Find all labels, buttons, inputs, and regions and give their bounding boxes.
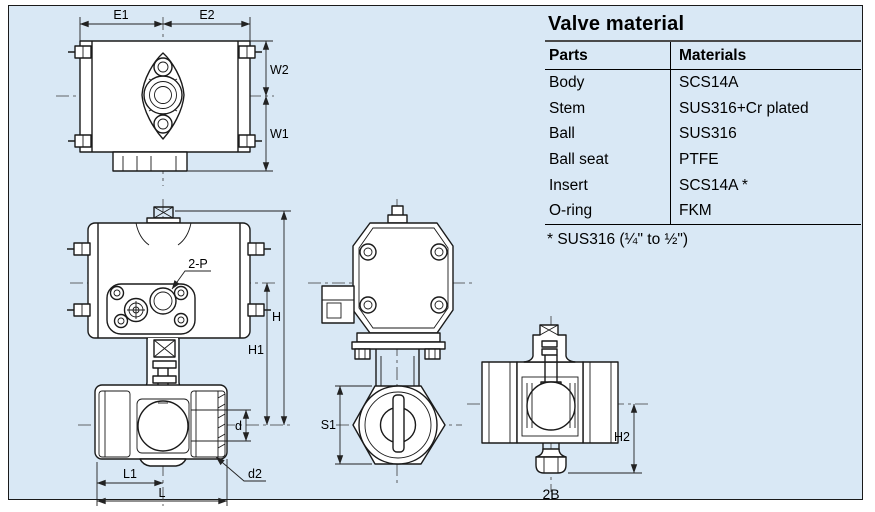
dim-label-d2: d2 [248,467,262,481]
side-view-drawing: S1 [308,199,472,484]
drain-nut [535,456,567,474]
table-title: Valve material [545,13,861,42]
part-cell: Ball [549,125,575,143]
material-cell: SUS316 [670,121,861,148]
terminal-block [112,151,188,172]
part-cell: Body [549,73,585,91]
table-footnote: * SUS316 (¼" to ½") [547,231,689,249]
pipe-end-right [582,361,619,444]
table-row: Stem SUS316+Cr plated [545,95,861,122]
table-row: Body SCS14A [545,70,861,96]
dim-label-w2: W2 [270,63,289,77]
table-row: Ball SUS316 [545,121,861,148]
table-row: O-ring FKM [545,198,861,225]
top-view-drawing: E1 E2 W2 W1 [56,8,289,186]
part-cell: O-ring [549,202,593,220]
table-row: Insert SCS14A * [545,172,861,199]
dim-label-e2: E2 [199,8,214,22]
top-view-dimensions: E1 E2 W2 W1 [79,8,289,172]
front-view-drawing: H H1 d L1 L d2 2-P [67,199,293,506]
ball-slot [392,394,405,453]
size-label-2b: 2B [542,486,559,502]
table-body: Body SCS14A Stem SUS316+Cr plated Ball S… [545,70,861,226]
dim-label-d: d [235,419,242,433]
ball-seats [526,383,576,428]
material-cell: SUS316+Cr plated [670,95,861,122]
dim-label-l: L [159,486,166,500]
pipe-end-left [481,361,518,444]
section-view-dimensions: H2 2B [542,403,642,502]
dim-label-w1: W1 [270,127,289,141]
material-cell: FKM [670,198,861,225]
dim-label-l1: L1 [123,467,137,481]
material-cell: SCS14A [670,70,861,96]
material-cell: PTFE [670,147,861,173]
side-view-dimensions: S1 [321,385,372,465]
header-materials: Materials [670,42,861,69]
dim-label-h1: H1 [248,343,264,357]
table-row: Ball seat PTFE [545,147,861,173]
dim-label-h: H [272,310,281,324]
dim-label-2p: 2-P [188,257,207,271]
part-cell: Insert [549,176,588,194]
dim-label-h2: H2 [614,430,630,444]
dim-label-s1: S1 [321,418,336,432]
ball-front [137,400,189,452]
part-cell: Stem [549,99,586,117]
dim-label-e1: E1 [113,8,128,22]
actuator-side-body [352,222,454,334]
ball-section [526,381,576,431]
section-view-drawing: H2 2B [467,316,650,502]
valve-material-table: Valve material Parts Materials Body SCS1… [545,13,861,249]
part-cell: Ball seat [549,150,609,168]
table-header-row: Parts Materials [545,42,861,70]
front-view-dimensions: H H1 d L1 L d2 2-P [96,210,291,506]
header-parts: Parts [549,46,588,64]
material-cell: SCS14A * [670,172,861,199]
